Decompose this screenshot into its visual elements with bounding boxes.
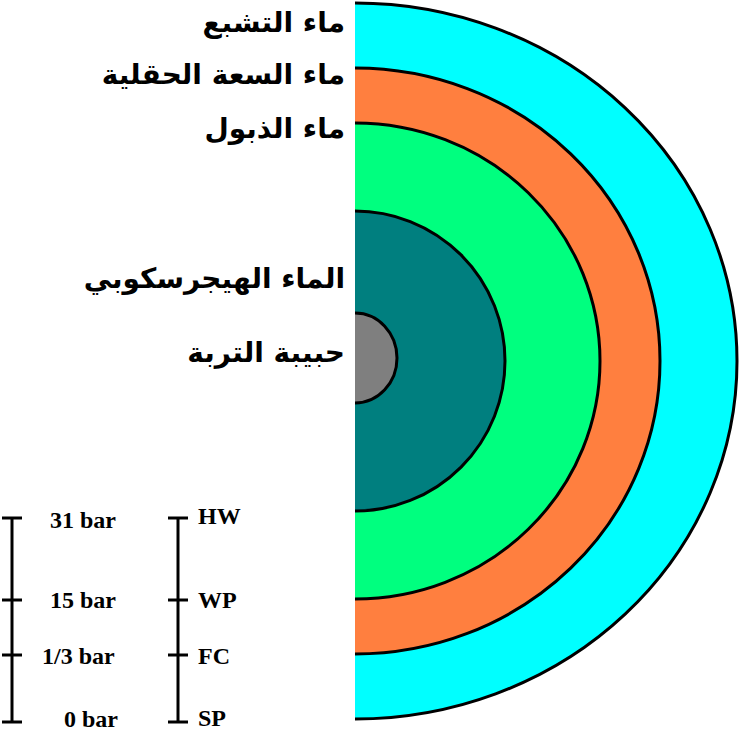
scale-label: HW bbox=[196, 503, 243, 530]
layer-label: ماء الذبول bbox=[204, 112, 345, 145]
scale-label: 0 bar bbox=[62, 706, 120, 733]
scale-label: 15 bar bbox=[48, 587, 118, 614]
layer-label: حبيبة التربة bbox=[187, 336, 345, 369]
saturation-band bbox=[355, 3, 737, 719]
soil-particle bbox=[355, 313, 397, 403]
layer-label: ماء السعة الحقلية bbox=[102, 58, 345, 91]
field-capacity-band bbox=[355, 68, 660, 654]
scale-label: SP bbox=[196, 705, 228, 732]
layer-label: ماء التشبع bbox=[202, 6, 345, 39]
layer-label: الماء الهيجرسكوبي bbox=[84, 262, 345, 295]
scale-label: 31 bar bbox=[48, 507, 118, 534]
scale-label: 1/3 bar bbox=[40, 643, 117, 670]
scale-label: WP bbox=[196, 587, 239, 614]
wilting-band bbox=[355, 123, 600, 599]
pressure-scale bbox=[2, 518, 188, 722]
hygroscopic-band bbox=[355, 211, 505, 511]
scale-label: FC bbox=[196, 643, 232, 670]
